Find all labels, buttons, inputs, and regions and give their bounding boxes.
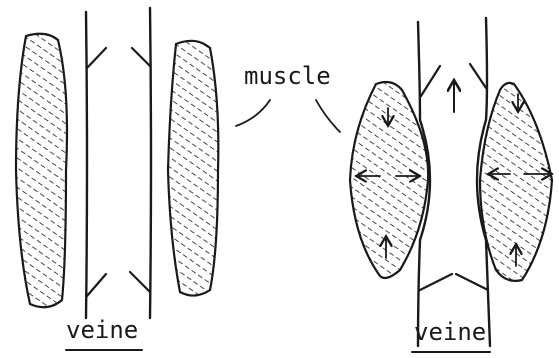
vein-wall-left [86, 12, 87, 318]
valve-lower-closed-right [456, 274, 488, 290]
muscle-relaxed-right [168, 41, 218, 296]
valve-upper-right [132, 48, 150, 66]
label-muscle: muscle [244, 62, 331, 90]
valve-upper-left [87, 48, 106, 68]
valve-upper-open-right [470, 64, 486, 88]
muscle-contracted-left [350, 82, 428, 278]
muscle-relaxed-left [16, 34, 67, 307]
label-vein-left: veine [66, 316, 138, 344]
vein-wall-right [150, 8, 151, 318]
valve-lower-right [130, 272, 150, 292]
valve-upper-open-left [421, 66, 440, 96]
leader-line-muscle-right [316, 100, 340, 132]
valve-lower-left [87, 274, 106, 296]
relaxed-state [16, 8, 218, 318]
valve-lower-closed-left [420, 274, 452, 290]
label-vein-right: veine [414, 318, 486, 346]
contracted-state [350, 18, 552, 346]
leader-line-muscle-left [236, 100, 270, 126]
